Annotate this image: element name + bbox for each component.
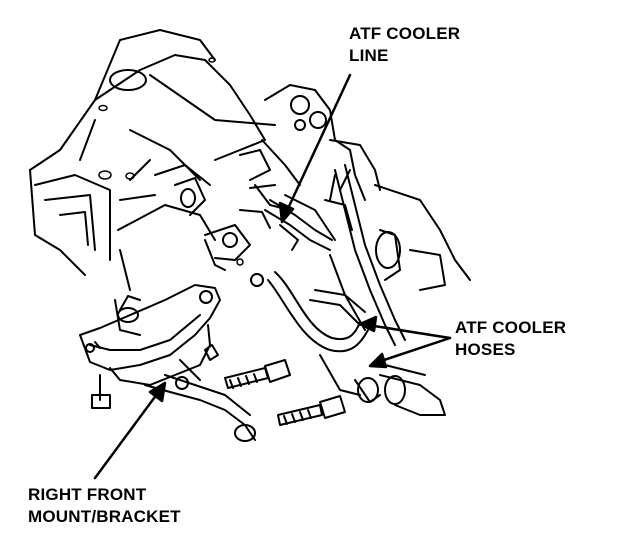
atf-cooler-hoses-leader-upper <box>366 323 452 340</box>
atf-cooler-hoses-leader-lower <box>376 336 452 364</box>
right-front-mount-leader <box>93 388 162 480</box>
atf-cooler-hoses-arrowhead-lower <box>368 352 388 369</box>
label-atf-cooler-line: ATF COOLER LINE <box>349 23 460 67</box>
right-front-mount-bracket <box>79 284 256 442</box>
label-right-front-mount-2: MOUNT/BRACKET <box>28 507 181 526</box>
engine-block <box>29 29 276 291</box>
label-atf-cooler-line-2: LINE <box>349 46 389 65</box>
atf-cooler-line-arrowhead <box>278 201 295 224</box>
label-right-front-mount-1: RIGHT FRONT <box>28 485 147 504</box>
center-brackets <box>174 177 299 287</box>
atf-cooler-hoses <box>267 271 446 416</box>
mount-bolts <box>224 359 346 426</box>
right-front-mount-arrowhead <box>148 381 167 403</box>
transmission-case <box>239 84 471 396</box>
label-atf-cooler-hoses: ATF COOLER HOSES <box>455 317 566 361</box>
label-atf-cooler-line-1: ATF COOLER <box>349 24 461 43</box>
label-atf-cooler-hoses-2: HOSES <box>455 340 516 359</box>
leader-lines <box>93 73 452 480</box>
label-right-front-mount: RIGHT FRONT MOUNT/BRACKET <box>28 484 181 528</box>
label-atf-cooler-hoses-1: ATF COOLER <box>455 318 567 337</box>
atf-cooler-line <box>264 164 406 346</box>
atf-cooler-line-leader <box>283 73 352 217</box>
atf-cooler-hoses-arrowhead-upper <box>358 315 378 333</box>
